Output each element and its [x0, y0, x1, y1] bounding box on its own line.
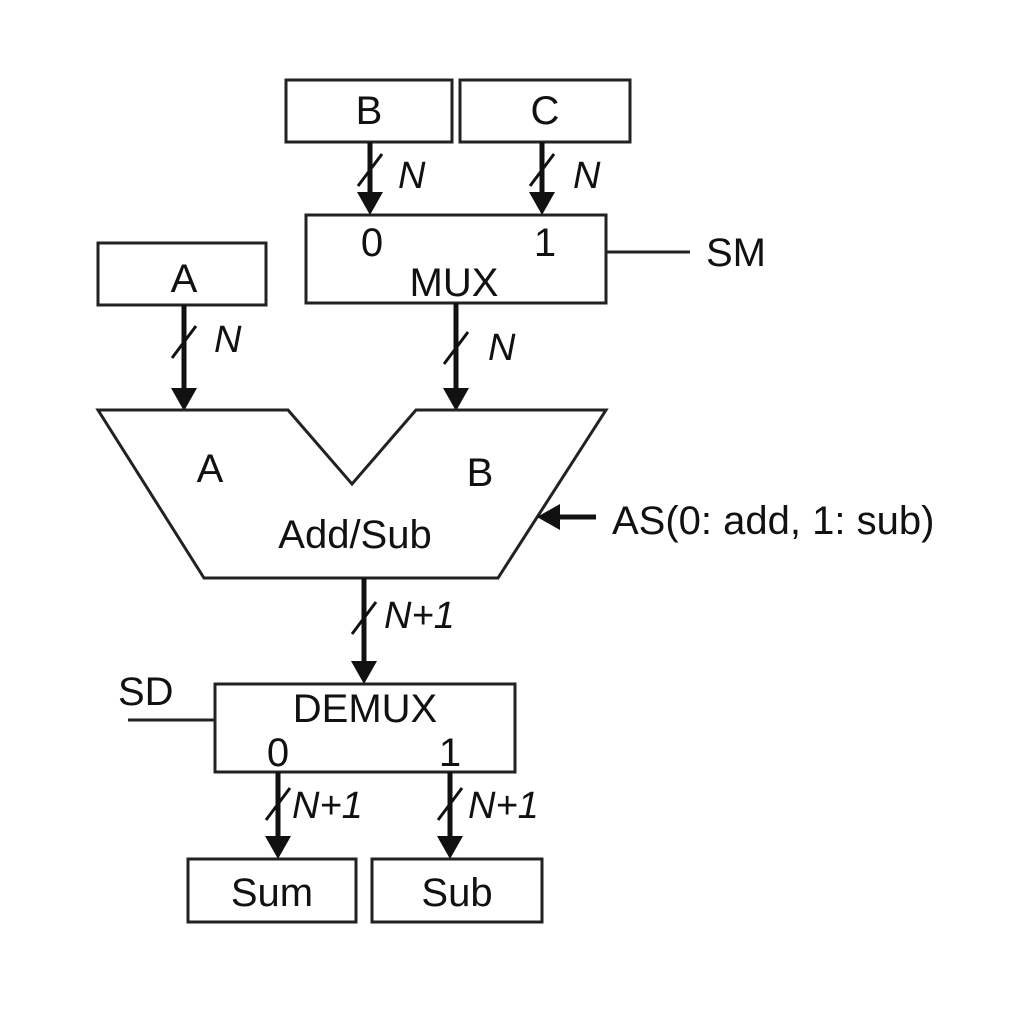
alu-control-label: AS(0: add, 1: sub) — [612, 499, 934, 543]
mux-label: MUX — [410, 261, 499, 305]
alu-control-line: AS(0: add, 1: sub) — [537, 499, 934, 543]
wire-a-to-alu: N — [170, 305, 242, 411]
register-a: A — [96, 241, 268, 307]
register-sum-label: Sum — [231, 871, 313, 915]
register-b-label: B — [356, 89, 383, 133]
bus-width-b: N — [398, 155, 426, 197]
bus-width-sub: N+1 — [468, 785, 539, 827]
wire-b-to-mux: N — [356, 142, 426, 215]
alu-input-b-label: B — [467, 451, 494, 495]
bus-width-alu: N+1 — [384, 595, 455, 637]
register-b: B — [284, 78, 454, 144]
wire-demux-to-sub: N+1 — [436, 772, 539, 859]
bus-width-sum: N+1 — [292, 785, 363, 827]
mux-select-line: SM — [606, 231, 766, 275]
demux: DEMUX 0 1 — [213, 682, 517, 775]
alu-input-a-label: A — [197, 447, 224, 491]
mux-input-1: 1 — [534, 221, 556, 265]
bus-width-mux: N — [488, 327, 516, 369]
register-sum: Sum — [186, 857, 358, 924]
alu-label: Add/Sub — [278, 513, 431, 557]
demux-label: DEMUX — [293, 687, 437, 731]
register-a-label: A — [171, 257, 198, 301]
demux-output-1: 1 — [439, 731, 461, 775]
wire-mux-to-alu: N — [442, 303, 516, 411]
demux-select-line: SD — [118, 670, 215, 722]
mux-select-label: SM — [706, 231, 766, 275]
wire-c-to-mux: N — [528, 142, 601, 215]
demux-output-0: 0 — [267, 731, 289, 775]
register-c: C — [458, 78, 632, 144]
mux-input-0: 0 — [361, 221, 383, 265]
mux: 0 1 MUX — [304, 213, 608, 305]
bus-width-c: N — [573, 155, 601, 197]
register-c-label: C — [531, 89, 560, 133]
register-sub-label: Sub — [421, 871, 492, 915]
alu: A B Add/Sub — [95, 408, 609, 580]
wire-alu-to-demux: N+1 — [350, 578, 455, 684]
bus-width-a: N — [214, 319, 242, 361]
demux-select-label: SD — [118, 670, 174, 714]
wire-demux-to-sum: N+1 — [264, 772, 363, 859]
register-sub: Sub — [370, 857, 544, 924]
